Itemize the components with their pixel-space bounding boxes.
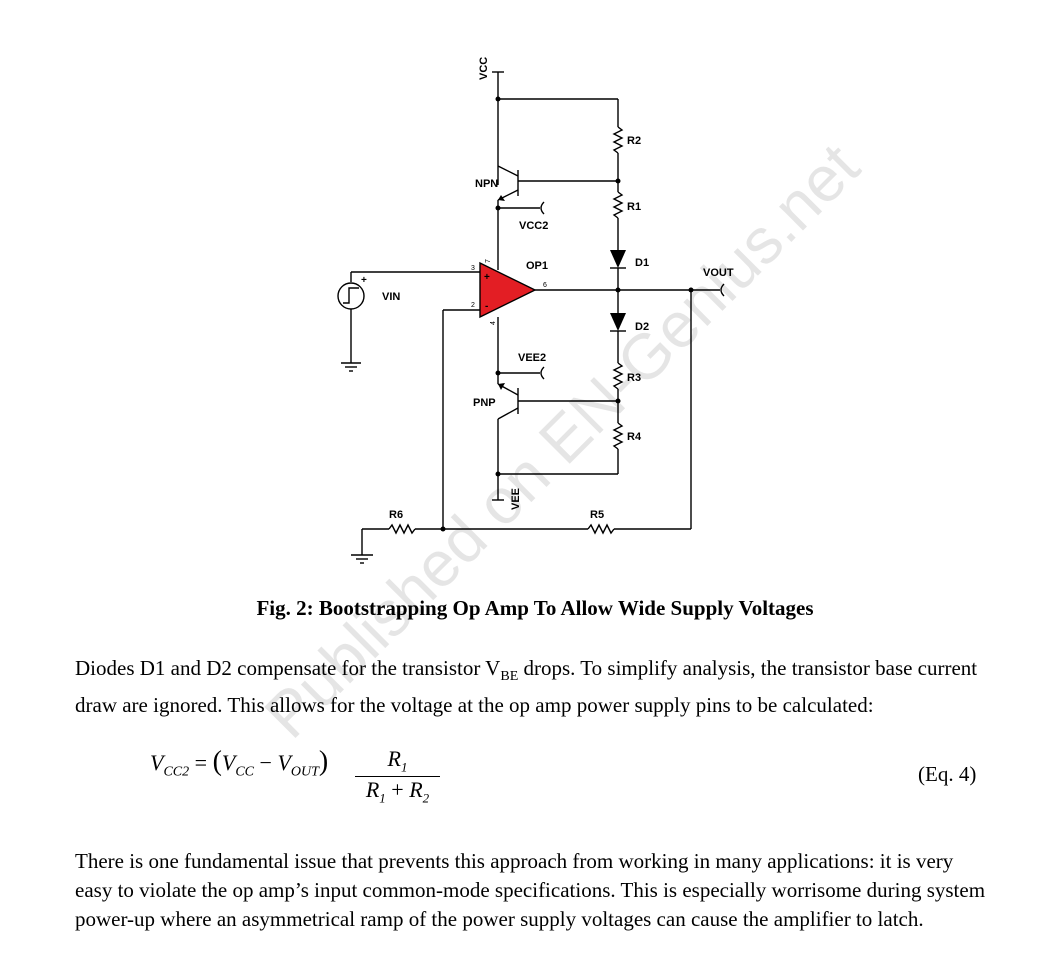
eq-num-r: R — [387, 746, 401, 771]
d1-diode — [610, 250, 626, 268]
eq-den-plus: + — [385, 777, 410, 803]
r5-label: R5 — [590, 509, 604, 521]
d1-label: D1 — [635, 257, 649, 269]
op1-opamp — [479, 261, 537, 319]
op1-label: OP1 — [526, 260, 548, 272]
plus-input-label: + — [484, 272, 490, 283]
vcc-label: VCC — [478, 57, 490, 80]
vee-label: VEE — [510, 488, 522, 510]
npn-label: NPN — [475, 178, 498, 190]
eq-sign: = — [189, 750, 213, 775]
circuit-schematic: VCC VEE NPN PNP VCC2 VEE2 OP1 VIN VOUT R… — [337, 57, 734, 564]
paragraph-1: Diodes D1 and D2 compensate for the tran… — [75, 654, 995, 720]
pnp-label: PNP — [473, 397, 496, 409]
r2-label: R2 — [627, 135, 641, 147]
para1-text-a: Diodes D1 and D2 compensate for the tran… — [75, 656, 501, 680]
r6-label: R6 — [389, 509, 403, 521]
eq-vout-sub: OUT — [290, 764, 319, 780]
r6-resistor — [388, 523, 416, 535]
eq-denominator: R1 + R2 — [355, 777, 440, 806]
d2-label: D2 — [635, 321, 649, 333]
pin3-label: 3 — [471, 265, 475, 272]
eq-num-sub: 1 — [400, 759, 408, 775]
r4-label: R4 — [627, 431, 642, 443]
eq-den-r2: R — [409, 777, 423, 803]
vin-plus-label: + — [361, 275, 367, 286]
r2-resistor — [612, 126, 624, 154]
pin4-label: 4 — [490, 321, 497, 325]
eq-vcc-sub: CC — [235, 764, 255, 780]
paragraph-2: There is one fundamental issue that prev… — [75, 849, 986, 931]
r1-resistor — [612, 191, 624, 219]
equation-fraction: R1 R1 + R2 — [355, 746, 440, 807]
eq-numerator: R1 — [355, 746, 440, 778]
equation-lhs: VCC2 = (VCC − VOUT) — [150, 746, 329, 780]
d2-diode — [610, 313, 626, 331]
eq-den-r2-sub: 2 — [422, 790, 430, 806]
r1-label: R1 — [627, 201, 641, 213]
eq-v: V — [150, 750, 164, 775]
eq-den-r1-sub: 1 — [379, 790, 386, 806]
vee2-label: VEE2 — [518, 352, 546, 364]
vcc2-label: VCC2 — [519, 220, 548, 232]
r3-resistor — [612, 362, 624, 390]
eq-vcc2-sub: CC2 — [163, 764, 190, 780]
pin2-label: 2 — [471, 302, 475, 309]
minus-input-label: - — [485, 301, 488, 312]
pin6-label: 6 — [543, 282, 547, 289]
pin7-label: 7 — [485, 259, 492, 263]
vin-label: VIN — [382, 291, 400, 303]
eq-den-r1: R — [365, 777, 380, 803]
r4-resistor — [612, 422, 624, 450]
r5-resistor — [587, 523, 615, 535]
figure-caption: Fig. 2: Bootstrapping Op Amp To Allow Wi… — [256, 596, 814, 620]
para1-text-b: drops. To simplify analysis, the transis… — [75, 656, 978, 718]
equation-number: (Eq. 4) — [918, 762, 977, 786]
vbe-subscript: BE — [500, 669, 519, 685]
vout-label: VOUT — [703, 267, 734, 279]
r3-label: R3 — [627, 372, 641, 384]
